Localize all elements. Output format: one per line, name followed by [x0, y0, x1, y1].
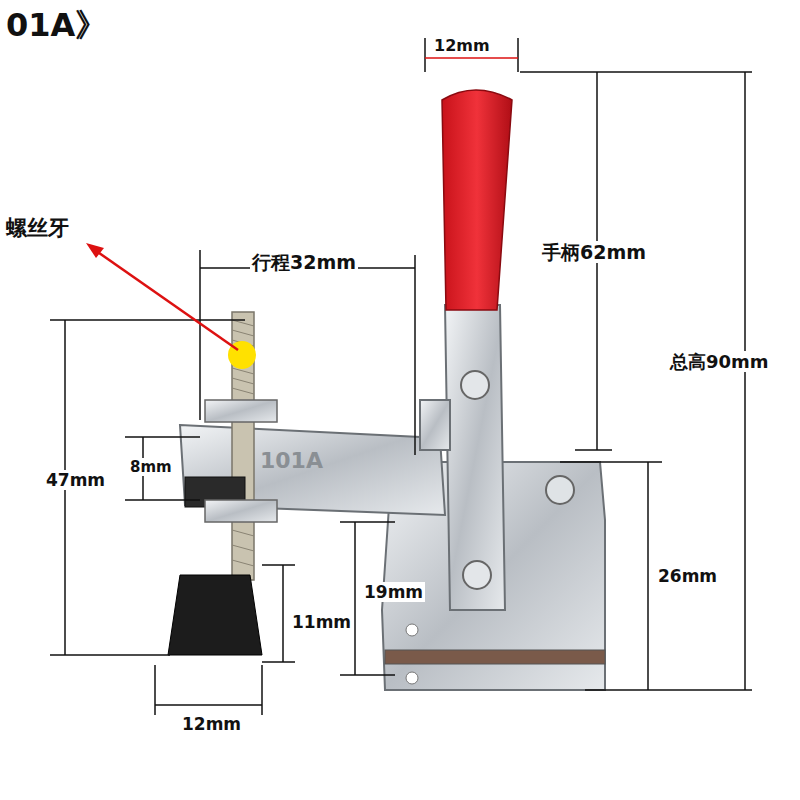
label-holder: 12mm [432, 36, 492, 55]
label-holder: 螺丝牙 [4, 214, 71, 242]
dimension-label: 8mm [128, 458, 174, 476]
dimension-label: 19mm [362, 582, 425, 602]
thread-callout: 螺丝牙 [4, 216, 71, 240]
dimension-label: 12mm [180, 714, 243, 734]
model-title: 01A》 [4, 6, 109, 44]
label-holder: 26mm [656, 566, 719, 586]
label-holder: 19mm [362, 582, 425, 602]
dimension-label: 47mm [44, 470, 107, 490]
dimension-label: 12mm [432, 36, 492, 55]
label-holder: 12mm [180, 714, 243, 734]
dimension-label: 26mm [656, 566, 719, 586]
height-dimension: 总高90mm [668, 351, 771, 372]
label-holder: 总高90mm [668, 350, 771, 374]
dimension-label: 11mm [290, 612, 353, 632]
embossed-model: 101A [258, 448, 325, 473]
label-holder: 11mm [290, 612, 353, 632]
label-holder: 8mm [128, 458, 174, 476]
label-holder: 手柄62mm [540, 240, 648, 266]
label-holder: 47mm [44, 470, 107, 490]
stroke-dimension: 行程32mm [250, 251, 358, 273]
label-holder: 101A [258, 448, 325, 473]
label-holder: 01A》 [4, 4, 109, 48]
handle-dimension: 手柄62mm [540, 241, 648, 263]
label-holder: 行程32mm [250, 250, 358, 276]
